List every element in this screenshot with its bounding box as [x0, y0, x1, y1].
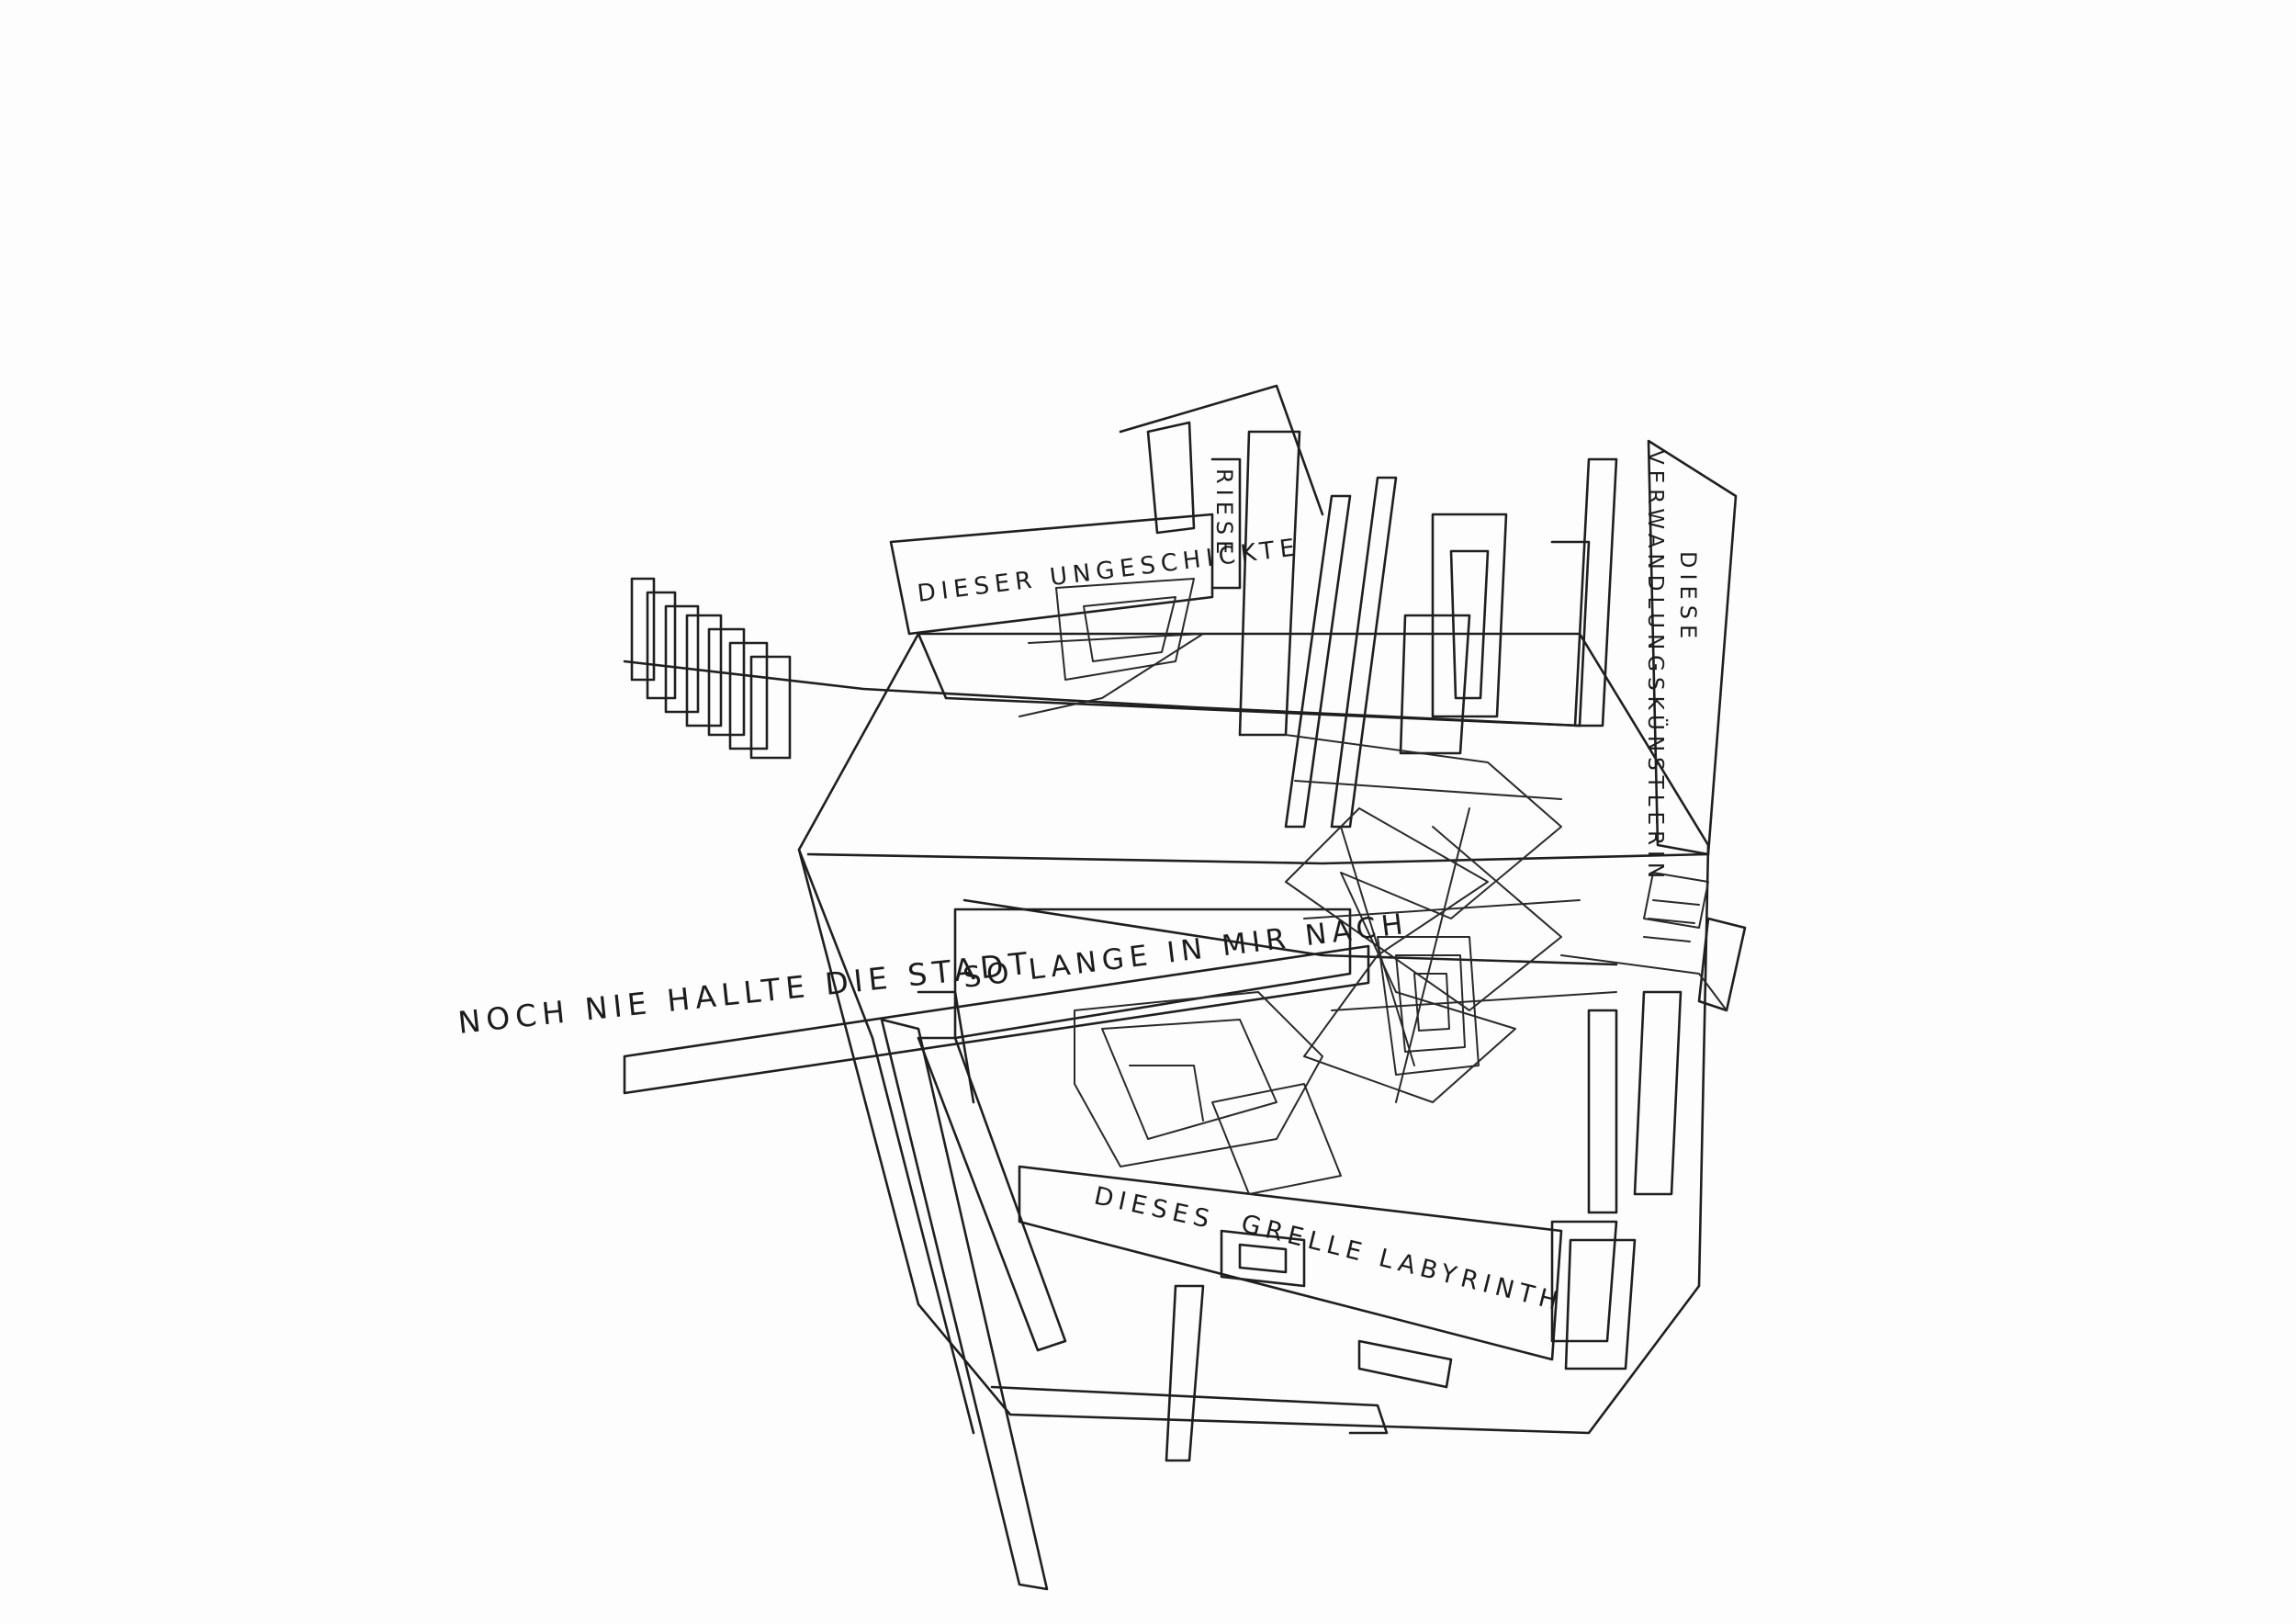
kuenstlerin-inscription-line1: DIESE	[1675, 551, 1701, 644]
lower-right-boxes	[1550, 917, 1747, 1370]
lower-left-walls	[880, 1018, 1389, 1591]
kuenstlerin-banner	[1550, 439, 1738, 856]
stadt-street-banner	[623, 908, 1370, 1104]
kuenstlerin-inscription-line2: VERWANDLUNGSKÜNSTLERIN	[1643, 450, 1669, 884]
labyrinth-banner	[1018, 1165, 1563, 1389]
scribbled-core	[1019, 578, 1728, 1195]
riese-inscription-line2: RIESE	[1211, 468, 1237, 559]
main-building-block	[797, 632, 1710, 1435]
inscriptions: DIESER UNGESCHICKTE RIESE DIESE VERWANDL…	[456, 450, 1701, 1317]
labyrinth-inscription-part1: DIESES	[1092, 1182, 1218, 1235]
left-stacked-rectangles	[623, 577, 1581, 760]
upper-towers	[1284, 476, 1508, 829]
